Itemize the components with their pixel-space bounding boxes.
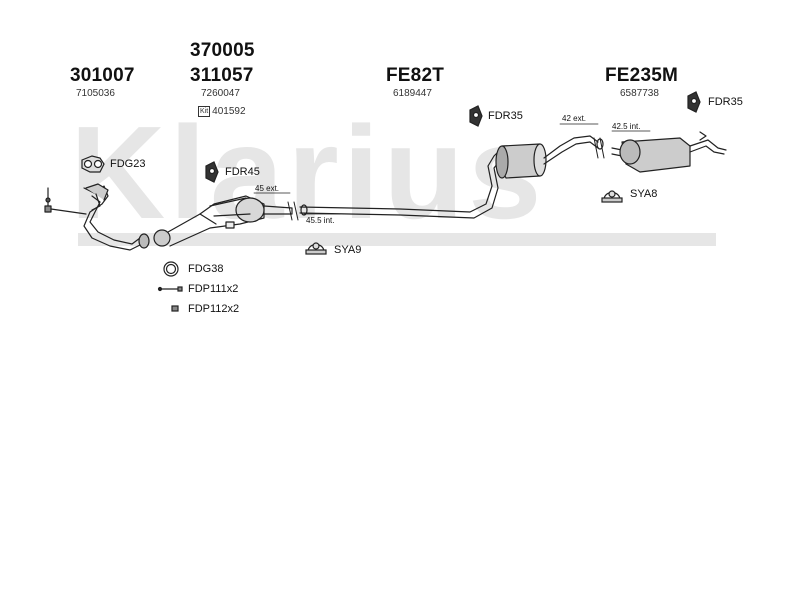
gasket-fdg38-icon xyxy=(163,261,179,277)
hanger-fdr45-icon xyxy=(205,161,219,183)
middle-pipe-FE82T xyxy=(299,135,604,219)
catalyst-code: 311057 xyxy=(190,65,254,86)
dim-45-ext: 45 ext. xyxy=(255,184,280,193)
dim-42-ext: 42 ext. xyxy=(562,114,587,123)
fdr35-rear-label: FDR35 xyxy=(708,96,743,108)
catalyst-oe-number: 7260047 xyxy=(201,88,240,99)
middle-code: FE82T xyxy=(386,65,445,86)
kit-number: 401592 xyxy=(212,106,246,118)
joint-marker-1 xyxy=(287,201,299,221)
lambda-sensor-icon xyxy=(44,187,87,215)
rear-oe-number: 6587738 xyxy=(620,88,659,99)
joint-marker-2 xyxy=(593,137,605,159)
fdr35-mid-label: FDR35 xyxy=(488,110,523,122)
front-pipe-oe-number: 7105036 xyxy=(76,88,115,99)
dim-42-5-int: 42.5 int. xyxy=(612,122,641,131)
sya8-label: SYA8 xyxy=(630,188,658,200)
dimension-arrows xyxy=(253,123,651,215)
fdp112-label: FDP112x2 xyxy=(188,303,240,315)
hanger-fdr35-mid-icon xyxy=(469,105,483,127)
bolt-fdp111-icon xyxy=(157,286,183,292)
front-pipe-code: 301007 xyxy=(70,65,135,86)
middle-oe-number: 6189447 xyxy=(393,88,432,99)
fdg23-label: FDG23 xyxy=(110,158,146,170)
clamp-sya9-icon xyxy=(305,242,327,255)
fdg38-label: FDG38 xyxy=(188,263,224,275)
front-pipe-301007 xyxy=(83,183,150,251)
hanger-fdr35-rear-icon xyxy=(687,91,701,113)
watermark-underline xyxy=(78,233,716,246)
rear-silencer-FE235M xyxy=(611,131,727,173)
gasket-fdg23-icon xyxy=(81,155,105,173)
fdr45-label: FDR45 xyxy=(225,166,260,178)
fdp111-label: FDP111x2 xyxy=(188,283,239,295)
watermark-text: Klarius xyxy=(70,99,546,246)
rear-code: FE235M xyxy=(605,65,679,86)
catalyst-311057 xyxy=(153,195,293,247)
dim-45-5-int: 45.5 int. xyxy=(306,216,335,225)
kit-badge: Kit xyxy=(198,106,211,117)
nut-fdp112-icon xyxy=(171,305,179,312)
clamp-sya8-icon xyxy=(601,190,623,203)
catalyst-code-top: 370005 xyxy=(190,40,255,61)
sya9-label: SYA9 xyxy=(334,244,362,256)
